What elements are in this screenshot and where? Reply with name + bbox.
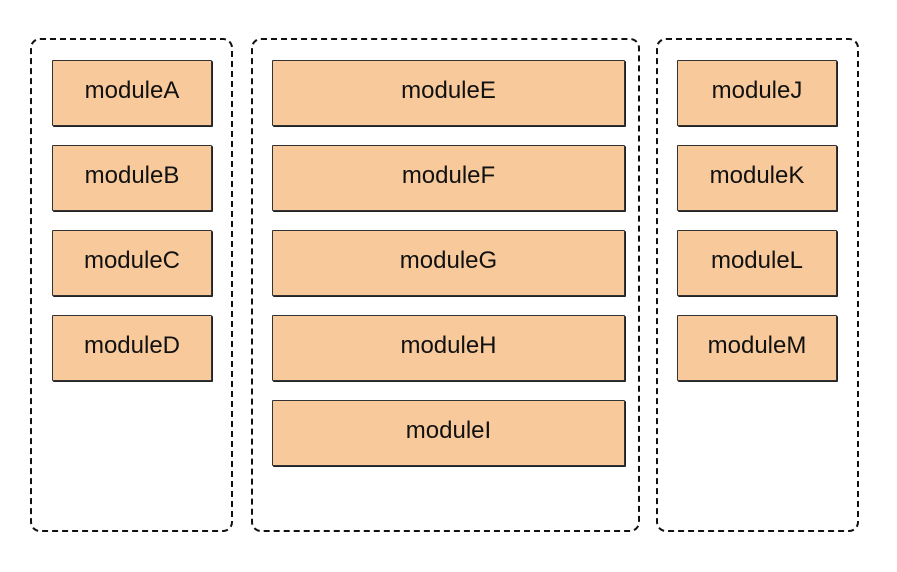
module-j-box: moduleJ: [677, 60, 837, 126]
module-k-box: moduleK: [677, 145, 837, 211]
module-c-label: moduleC: [83, 247, 181, 274]
module-m-box: moduleM: [677, 315, 837, 381]
module-j-label: moduleJ: [711, 77, 803, 104]
module-b-label: moduleB: [84, 162, 180, 189]
module-i-label: moduleI: [405, 417, 492, 444]
module-l-box: moduleL: [677, 230, 837, 296]
module-h-label: moduleH: [400, 332, 497, 359]
module-d-label: moduleD: [83, 332, 181, 359]
module-d-box: moduleD: [52, 315, 212, 381]
module-f-box: moduleF: [272, 145, 625, 211]
module-a-label: moduleA: [84, 77, 180, 104]
module-i-box: moduleI: [272, 400, 625, 466]
module-e-label: moduleE: [401, 77, 496, 104]
module-b-box: moduleB: [52, 145, 212, 211]
module-k-label: moduleK: [709, 162, 805, 189]
module-m-label: moduleM: [707, 332, 807, 359]
module-a-box: moduleA: [52, 60, 212, 126]
module-c-box: moduleC: [52, 230, 212, 296]
module-g-label: moduleG: [399, 247, 498, 274]
module-h-box: moduleH: [272, 315, 625, 381]
module-g-box: moduleG: [272, 230, 625, 296]
module-f-label: moduleF: [401, 162, 496, 189]
module-l-label: moduleL: [710, 247, 804, 274]
module-e-box: moduleE: [272, 60, 625, 126]
